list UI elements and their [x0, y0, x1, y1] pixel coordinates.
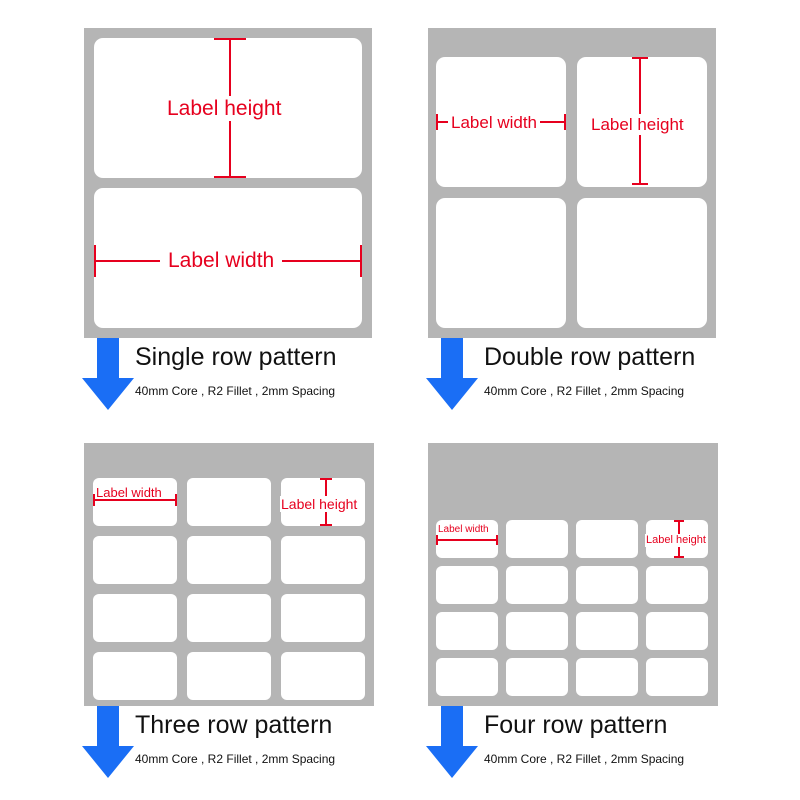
- label-cell: [187, 536, 271, 584]
- pattern-spec: 40mm Core , R2 Fillet , 2mm Spacing: [135, 384, 336, 398]
- label-cell: [577, 198, 707, 328]
- label-cell: [436, 566, 498, 604]
- label-width-text: Label width: [437, 524, 490, 535]
- pattern-title: Single row pattern: [135, 343, 337, 371]
- label-cell: [187, 594, 271, 642]
- label-cell: [281, 652, 365, 700]
- down-arrow-icon: [82, 706, 134, 778]
- label-cell: [576, 612, 638, 650]
- label-cell: [93, 652, 177, 700]
- label-cell: [506, 612, 568, 650]
- label-cell: [281, 536, 365, 584]
- label-cell: [436, 198, 566, 328]
- dimension-line: [93, 499, 177, 501]
- dimension-line: [436, 539, 498, 541]
- label-height-text: Label height: [164, 96, 285, 121]
- pattern-spec: 40mm Core , R2 Fillet , 2mm Spacing: [135, 752, 336, 766]
- label-width-text: Label width: [160, 250, 283, 271]
- label-width-text: Label width: [448, 114, 541, 131]
- label-cell: [646, 566, 708, 604]
- dimension-tick: [360, 245, 362, 277]
- label-cell: [187, 478, 271, 526]
- label-cell: [506, 658, 568, 696]
- pattern-title: Three row pattern: [135, 711, 333, 739]
- pattern-spec: 40mm Core , R2 Fillet , 2mm Spacing: [484, 384, 685, 398]
- dimension-tick: [632, 183, 648, 185]
- label-cell: [93, 594, 177, 642]
- dimension-tick: [674, 556, 684, 558]
- label-cell: [281, 594, 365, 642]
- label-cell: [436, 658, 498, 696]
- pattern-title: Four row pattern: [484, 711, 668, 739]
- label-cell: [646, 658, 708, 696]
- label-cell: [646, 612, 708, 650]
- label-cell: [93, 536, 177, 584]
- pattern-spec: 40mm Core , R2 Fillet , 2mm Spacing: [484, 752, 685, 766]
- label-height-text: Label height: [645, 534, 707, 547]
- label-height-text: Label height: [280, 496, 359, 512]
- down-arrow-icon: [426, 338, 478, 410]
- pattern-title: Double row pattern: [484, 343, 696, 371]
- down-arrow-icon: [82, 338, 134, 410]
- label-cell: [436, 612, 498, 650]
- label-width-text: Label width: [95, 485, 163, 500]
- dimension-tick: [564, 114, 566, 130]
- dimension-tick: [175, 494, 177, 506]
- dimension-tick: [320, 524, 332, 526]
- label-cell: [506, 566, 568, 604]
- down-arrow-icon: [426, 706, 478, 778]
- label-cell: [576, 520, 638, 558]
- label-cell: [506, 520, 568, 558]
- label-cell: [576, 566, 638, 604]
- dimension-tick: [214, 176, 246, 178]
- dimension-tick: [496, 535, 498, 545]
- label-cell: [187, 652, 271, 700]
- label-height-text: Label height: [588, 114, 687, 135]
- label-cell: [576, 658, 638, 696]
